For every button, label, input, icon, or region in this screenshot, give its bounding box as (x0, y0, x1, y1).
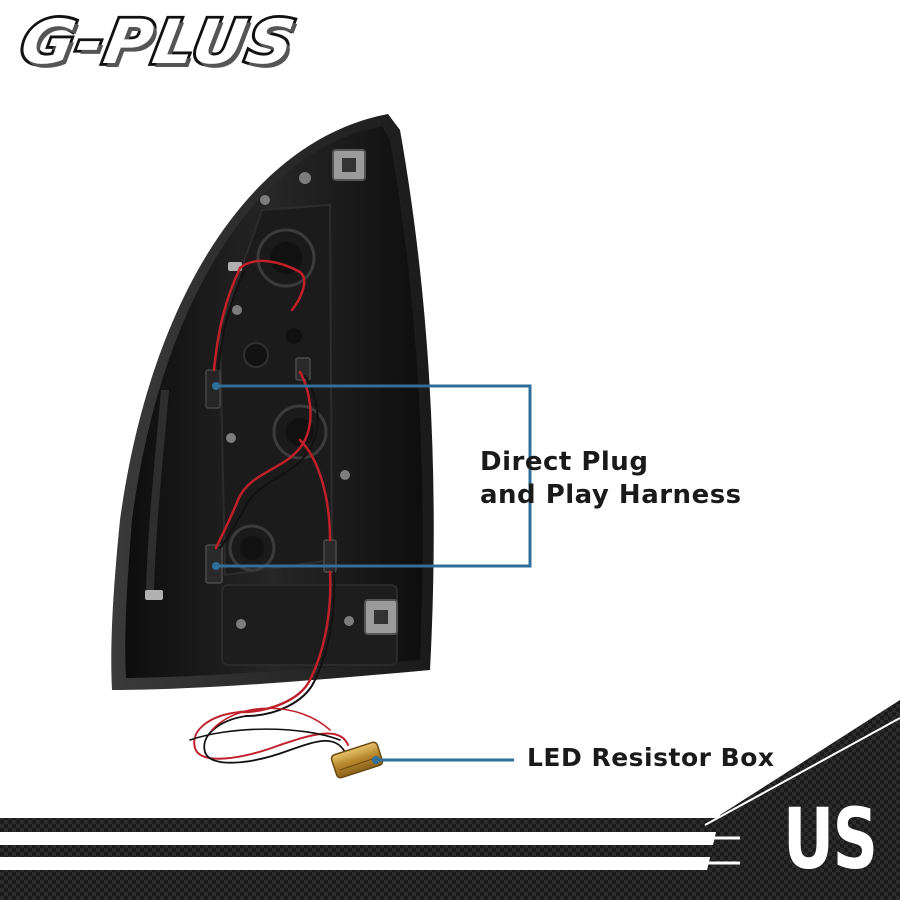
wiring-harness (189, 259, 349, 764)
harness-callout-lines (216, 384, 532, 568)
brand-logo-text: G-PLUS (13, 5, 305, 81)
callout-dot-upper (212, 382, 220, 390)
harness-callout-label: Direct Plug and Play Harness (480, 446, 742, 512)
brand-logo: G-PLUS (13, 5, 382, 86)
mounting-screws (226, 172, 354, 629)
mounting-bracket-top (332, 149, 366, 181)
harness-label-line1: Direct Plug (480, 447, 649, 477)
mounting-bracket-bottom (364, 599, 398, 635)
harness-label-line2: and Play Harness (480, 480, 742, 510)
resistor-callout-label: LED Resistor Box (527, 743, 775, 772)
led-resistor-box-image (330, 741, 384, 779)
us-badge: US (782, 789, 879, 889)
callout-dot-lower (212, 562, 220, 570)
housing-side-rail (146, 389, 169, 591)
